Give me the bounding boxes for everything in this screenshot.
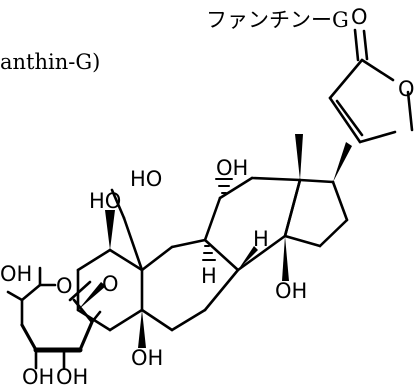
atom-o-sugar-ring: O — [56, 274, 73, 298]
ring-b — [140, 238, 240, 332]
atom-oh-c14: OH — [275, 279, 307, 303]
wedge-c3-o — [78, 282, 106, 310]
atom-h-c8: H — [253, 227, 269, 251]
hash-c12-oh — [215, 178, 233, 194]
bond-c19-oh — [110, 188, 126, 220]
ring-c — [203, 176, 302, 272]
wedge-c8-h — [238, 246, 258, 270]
wedge-c14-oh — [282, 236, 289, 281]
atom-o-carbonyl: O — [351, 5, 368, 29]
atom-ho-c1: HO — [89, 189, 121, 213]
atom-h-c9: H — [201, 264, 217, 288]
bond-sugar-oh-c4 — [6, 290, 24, 302]
atom-oh-sugar-c2: OH — [56, 365, 88, 385]
hash-c9-h — [202, 245, 216, 261]
atom-oh-c12: OH — [216, 156, 248, 180]
ring-d — [283, 178, 349, 248]
atom-oh-sugar-c4: OH — [0, 262, 32, 286]
atom-o-glycosidic: O — [102, 272, 119, 296]
atom-ho-c19: HO — [130, 167, 162, 191]
wedge-c17 — [333, 142, 352, 182]
wedge-c1-oh — [105, 210, 115, 250]
atom-oh-c5: OH — [131, 346, 163, 370]
lactone-ring — [328, 28, 414, 144]
compound-name-latin: anthin-G) — [0, 50, 101, 74]
wedge-c13-methyl — [295, 134, 303, 180]
wedge-c5-oh — [138, 310, 146, 348]
sugar-ring — [20, 280, 102, 370]
compound-name-japanese: ファンチンーG — [206, 8, 349, 32]
bond-c19 — [122, 216, 144, 272]
atom-o-lactone: O — [398, 77, 415, 101]
atom-oh-sugar-c3: OH — [22, 365, 54, 385]
